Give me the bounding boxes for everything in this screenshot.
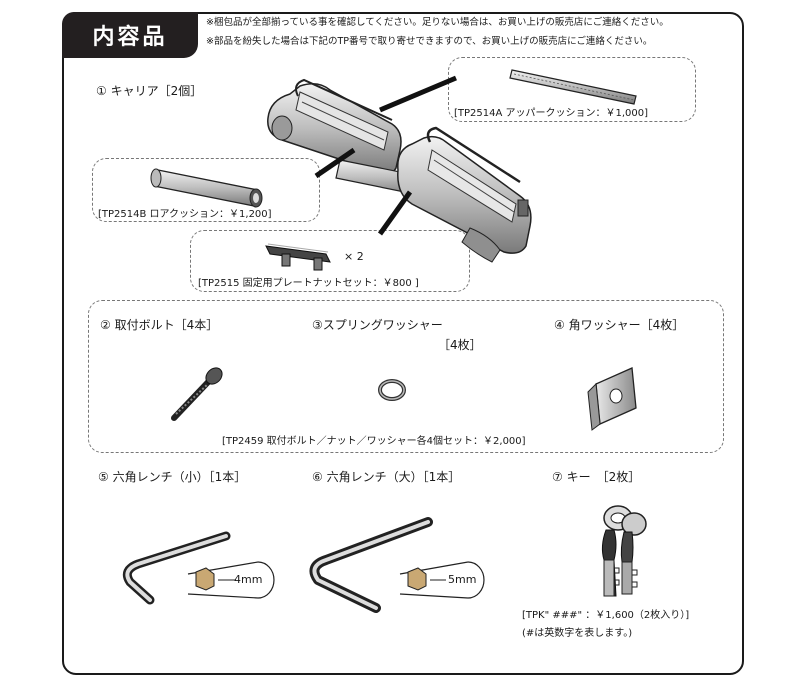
lower-cushion-box [92,158,320,222]
hex-large-label: ⑥ 六角レンチ（大）［1本］ [312,470,461,484]
upper-cushion-box [448,57,696,122]
upper-cushion-illustration [509,69,637,105]
page-title: 内容品 [62,12,198,58]
hex-wrench-large-illustration [309,517,485,613]
note-check-contents: ※梱包品が全部揃っている事を確認してください。足りない場合は、お買い上げの販売店… [206,17,669,28]
spring-washer-qty: ［4枚］ [438,338,482,352]
lower-cushion-caption: [TP2514B ロアクッション：￥1,200] [98,209,272,220]
carrier-illustration [267,75,532,263]
hex-wrench-small-illustration [122,531,275,605]
carrier-label: ① キャリア［2個］ [96,84,203,98]
hex-small-label: ⑤ 六角レンチ（小）［1本］ [98,470,247,484]
plate-nut-box [190,230,470,292]
key-label: ⑦ キー ［2枚］ [552,470,641,484]
hex-large-size: 5mm [448,573,477,586]
contents-frame [62,12,744,675]
spring-washer-label: ③スプリングワッシャー [312,318,443,332]
plate-nut-qty: × 2 [344,250,364,263]
key-note: (#は英数字を表します。) [522,628,633,639]
note-lost-parts: ※部品を紛失した場合は下記のTP番号で取り寄せできますので、お買い上げの販売店に… [206,36,653,47]
lower-cushion-illustration [150,168,263,208]
upper-cushion-caption: [TP2514A アッパークッション：￥1,000] [454,108,649,119]
square-washer-label: ④ 角ワッシャー［4枚］ [554,318,685,332]
hardware-box [88,300,724,453]
hex-small-size: 4mm [234,573,263,586]
plate-nut-illustration [265,243,331,271]
hardware-set-caption: [TP2459 取付ボルト／ナット／ワッシャー各4個セット：￥2,000] [222,436,526,447]
bolt-label: ② 取付ボルト［4本］ [100,318,219,332]
plate-nut-caption: [TP2515 固定用プレートナットセット：￥800 ] [198,278,419,289]
key-illustration [601,505,647,597]
bolt-illustration [171,367,223,421]
spring-washer-illustration [378,379,406,401]
key-caption: [TPK" ###" ：￥1,600（2枚入り）] [522,610,690,621]
square-washer-illustration [587,367,637,431]
